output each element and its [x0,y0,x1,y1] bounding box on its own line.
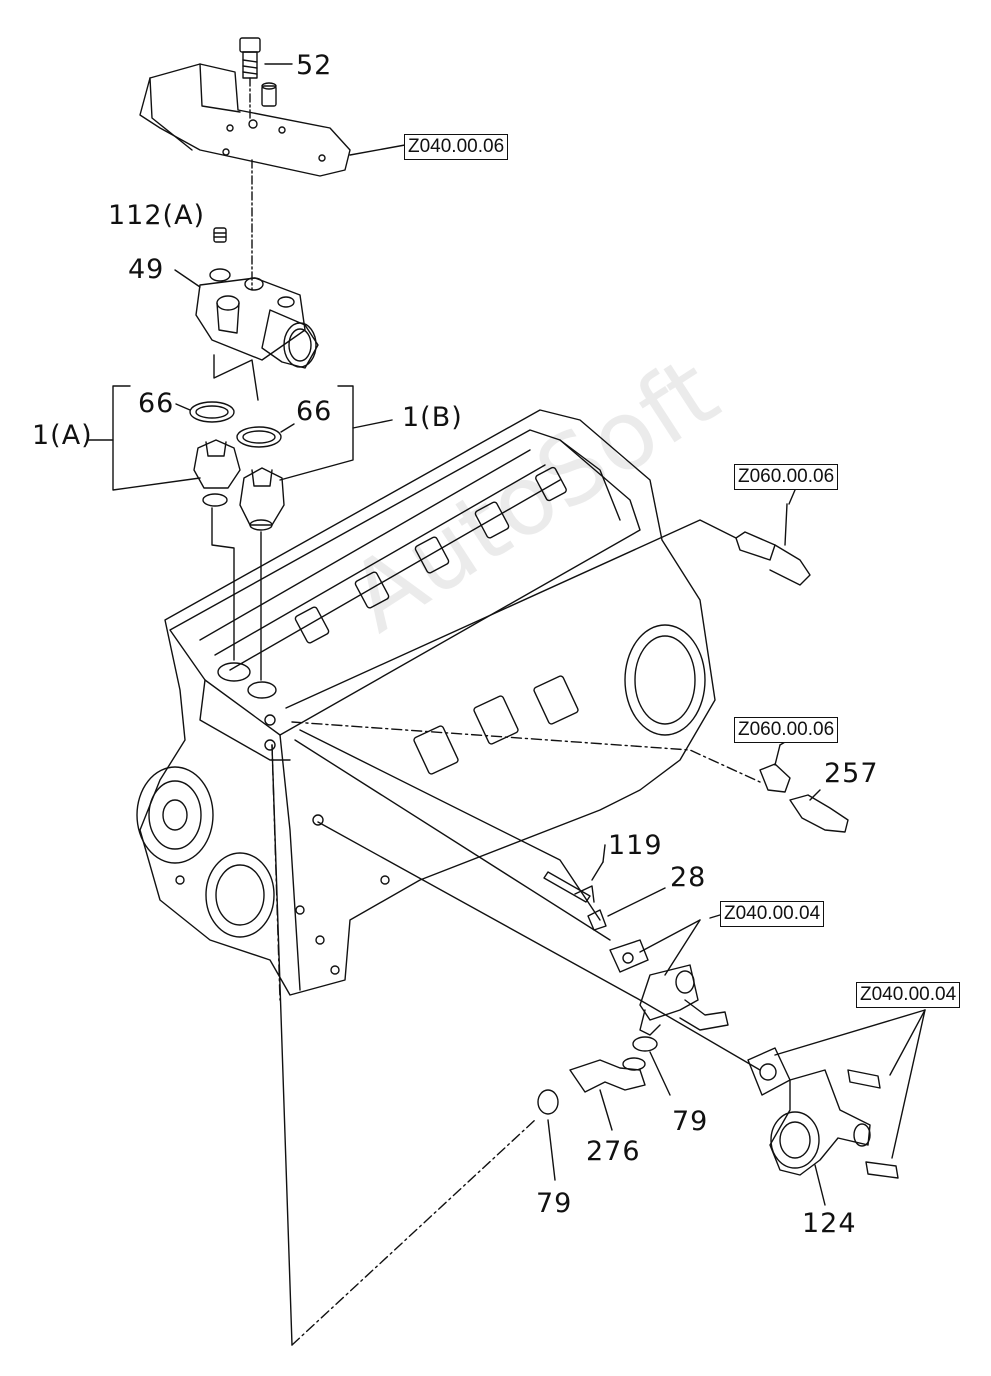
hose-clamp-79-upper [632,1036,671,1096]
stud-112a [213,227,227,243]
label-119: 119 [608,830,663,861]
o-ring-66-left [175,401,235,423]
sensor-adapter [759,744,791,793]
label-52: 52 [296,50,333,81]
thermostat-1b [239,467,285,531]
ref-z040-00-04-flange[interactable]: Z040.00.04 [720,901,825,927]
plug-28 [587,887,666,931]
water-outlet-pipe [639,919,729,1036]
label-124: 124 [802,1208,857,1239]
label-1b: 1(B) [402,402,463,433]
ref-z040-00-04-elbow[interactable]: Z040.00.04 [856,982,961,1008]
temperature-sensor-upper [735,503,811,586]
label-276: 276 [586,1136,641,1167]
engine-hanger-bracket [139,63,351,177]
label-79-upper: 79 [672,1106,709,1137]
label-1a: 1(A) [32,420,93,451]
bolt-52 [239,37,293,79]
hose-276 [569,1057,646,1131]
ref-z060-00-06-upper[interactable]: Z060.00.06 [734,464,839,490]
label-79-lower: 79 [536,1188,573,1219]
gasket [609,939,649,973]
elbow-bolts [847,1069,899,1179]
label-49: 49 [128,254,165,285]
label-28: 28 [670,862,707,893]
water-inlet-elbow-124 [747,1047,871,1206]
label-112a: 112(A) [108,200,206,231]
bolt-119 [543,844,606,903]
engine-block [136,409,716,996]
hose-clamp-79-lower [537,1089,559,1181]
o-ring-66-right [236,423,295,448]
thermostat-1a [193,439,241,507]
thermostat-housing-49 [174,268,319,401]
label-257: 257 [824,758,879,789]
label-66-left: 66 [138,388,175,419]
label-66-right: 66 [296,396,333,427]
ref-z060-00-06-lower[interactable]: Z060.00.06 [734,717,839,743]
ref-z040-00-06[interactable]: Z040.00.06 [404,134,509,160]
sensor-257 [789,789,849,833]
